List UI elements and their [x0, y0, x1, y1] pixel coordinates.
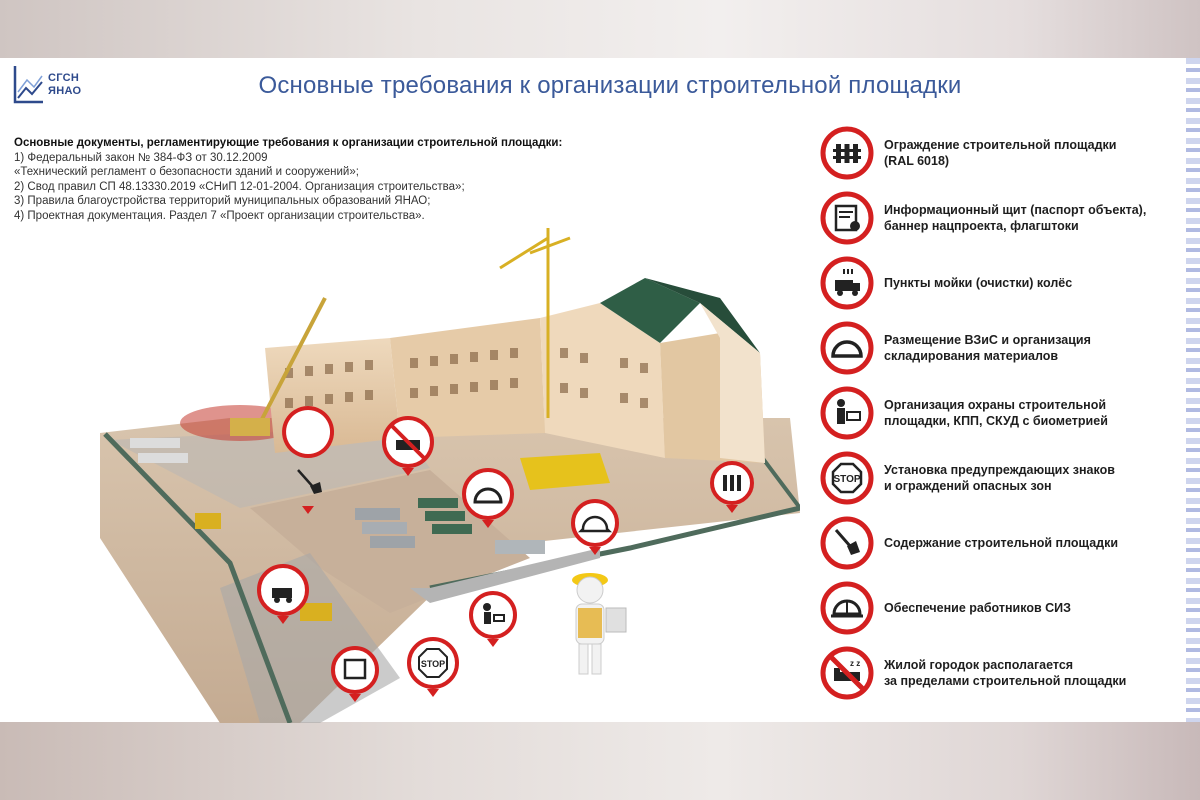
legend-item-no-sleeping: z z Жилой городок располагается за предел… [816, 646, 1186, 704]
building [265, 278, 765, 463]
legend-text: Установка предупреждающих знаков [884, 463, 1115, 477]
legend-item-security-guard: Организация охраны строительной площадки,… [816, 386, 1186, 444]
side-ornament [1186, 58, 1200, 722]
logo-line-2: ЯНАО [48, 85, 82, 97]
logo-mark-icon [13, 66, 43, 104]
top-background-band [0, 0, 1200, 58]
stop-sign-icon: STOP [820, 451, 874, 505]
marker-security-guard [469, 591, 517, 647]
legend: Ограждение строительной площадки (RAL 601… [816, 126, 1186, 711]
construction-site-illustration: STOP [100, 228, 800, 723]
logo-line-1: СГСН [48, 72, 80, 84]
hard-hat-icon [820, 581, 874, 635]
legend-text: Пункты мойки (очистки) колёс [884, 276, 1073, 290]
slide: СГСН ЯНАО Основные требования к организа… [0, 58, 1200, 723]
marker-stop: STOP [407, 637, 459, 697]
legend-text: за пределами строительной площадки [884, 674, 1127, 688]
documents-heading: Основные документы, регламентирующие тре… [14, 137, 563, 149]
legend-text: Ограждение строительной площадки [884, 138, 1117, 152]
legend-text: баннер нацпроекта, флагштоки [884, 219, 1079, 233]
broom-icon [820, 516, 874, 570]
marker-info-board [331, 646, 379, 702]
legend-text: Информационный щит (паспорт объекта), [884, 203, 1147, 217]
svg-text:z z: z z [850, 659, 860, 668]
logo-text: СГСН ЯНАО [48, 72, 81, 98]
legend-text: площадки, КПП, СКУД с биометрией [884, 414, 1108, 428]
storage-containers [130, 438, 610, 548]
document-line: 3) Правила благоустройства территорий му… [14, 195, 431, 207]
wheel-wash-icon [820, 256, 874, 310]
document-line: 1) Федеральный закон № 384-ФЗ от 30.12.2… [14, 151, 268, 164]
no-sleeping-icon: z z [820, 646, 874, 700]
documents-block: Основные документы, регламентирующие тре… [14, 136, 654, 223]
stop-sign-text: STOP [833, 474, 860, 485]
site-trucks [195, 513, 545, 621]
legend-text: (RAL 6018) [884, 154, 950, 168]
legend-text: Содержание строительной площадки [884, 536, 1119, 550]
legend-text: Жилой городок располагается [884, 658, 1074, 672]
marker-hard-hat [571, 499, 619, 555]
document-line: «Технический регламент о безопасности зд… [14, 166, 359, 178]
legend-item-info-board: Информационный щит (паспорт объекта), бан… [816, 191, 1186, 249]
site-road [410, 548, 600, 603]
legend-text: Обеспечение работников СИЗ [884, 601, 1071, 615]
marker-wheel-wash [257, 564, 309, 624]
legend-text: Организация охраны строительной [884, 398, 1107, 412]
marker-fence [710, 461, 754, 513]
legend-item-storage-tent: Размещение ВЗиС и организация складирован… [816, 321, 1186, 379]
legend-item-fence: Ограждение строительной площадки (RAL 601… [816, 126, 1186, 184]
legend-item-wheel-wash: Пункты мойки (очистки) колёс [816, 256, 1186, 314]
legend-item-broom: Содержание строительной площадки [816, 516, 1186, 574]
security-guard-icon [820, 386, 874, 440]
info-board-icon [820, 191, 874, 245]
legend-text: складирования материалов [884, 349, 1059, 363]
worker-figure [572, 573, 627, 675]
mobile-crane [230, 297, 327, 436]
marker-broom [282, 406, 335, 514]
fence-icon [820, 126, 874, 180]
marker-storage-tent [462, 468, 514, 528]
legend-text: Размещение ВЗиС и организация [884, 333, 1091, 347]
tower-crane [499, 228, 571, 418]
marker-no-sleeping [382, 416, 434, 476]
storage-tent-icon [820, 321, 874, 375]
bottom-background-band [0, 722, 1200, 800]
document-line: 4) Проектная документация. Раздел 7 «Про… [14, 209, 425, 222]
legend-item-stop-sign: STOP Установка предупреждающих знаков и о… [816, 451, 1186, 509]
legend-text: и ограждений опасных зон [884, 479, 1052, 493]
stop-text: STOP [421, 659, 445, 669]
page-title: Основные требования к организации строит… [258, 72, 962, 99]
logo: СГСН ЯНАО [12, 62, 92, 112]
legend-item-hard-hat: Обеспечение работников СИЗ [816, 581, 1186, 639]
document-line: 2) Свод правил СП 48.13330.2019 «СНиП 12… [14, 180, 465, 193]
